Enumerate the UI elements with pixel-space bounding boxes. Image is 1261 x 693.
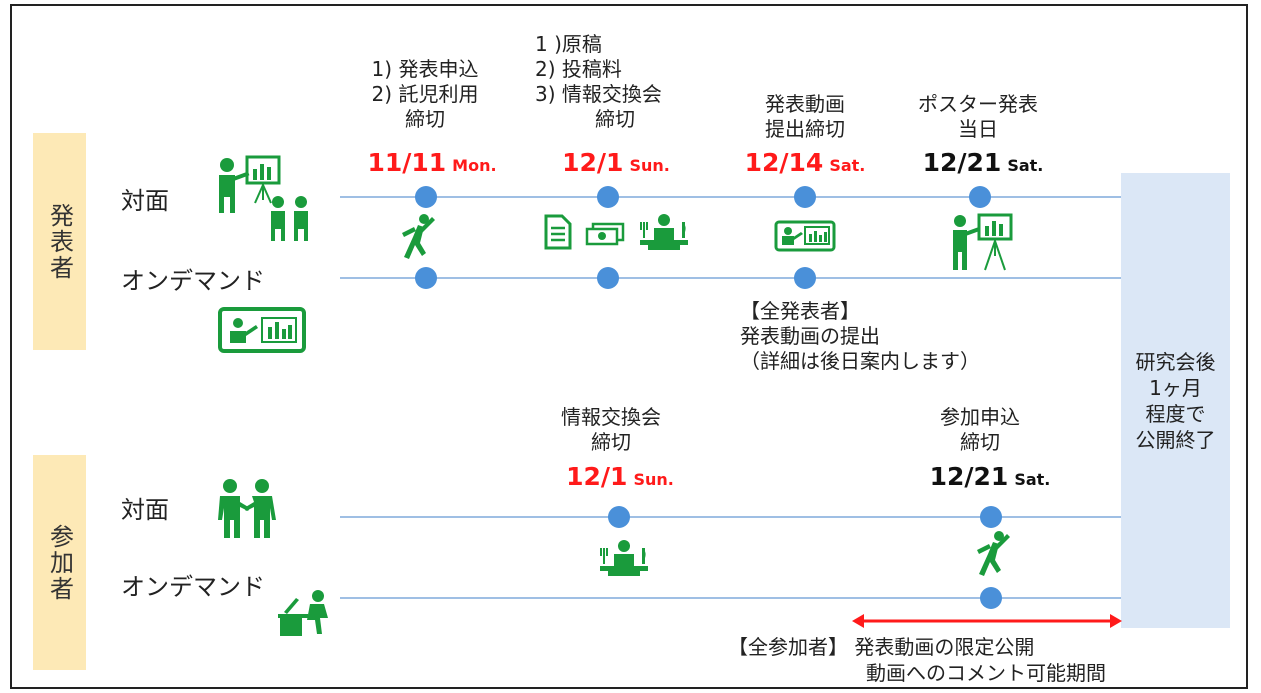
jumping-person-icon: [402, 214, 435, 259]
presenter-onsite-label: 対面: [121, 187, 169, 215]
presentation-screen-icon: [218, 307, 306, 353]
milestone-dot: [980, 506, 1002, 528]
dining-person-icon: [600, 540, 648, 576]
milestone-dot: [608, 506, 630, 528]
dining-person-icon: [640, 214, 688, 250]
milestone-dot: [980, 587, 1002, 609]
presenter-role-label: 発表者: [33, 133, 86, 350]
end-of-publication-box: 研究会後 1ヶ月 程度で 公開終了: [1121, 173, 1230, 628]
milestone-text-presenter-2: 1 )原稿 2) 投稿料 3) 情報交換会 締切: [535, 32, 662, 131]
end-box-line: 公開終了: [1135, 427, 1216, 452]
presenter-onsite-timeline: [340, 196, 1121, 198]
milestone-text-presenter-1: 1) 発表申込 2) 託児利用 締切: [371, 57, 479, 131]
participant-onsite-label: 対面: [121, 496, 169, 524]
participant-ondemand-label: オンデマンド: [121, 573, 265, 601]
end-box-line: 1ヶ月: [1149, 375, 1202, 400]
bottom-note-line2: 動画へのコメント可能期間: [866, 661, 1106, 685]
presenter-ondemand-timeline: [340, 277, 1121, 279]
milestone-text-presenter-3: 発表動画 提出締切: [765, 92, 845, 141]
milestone-dot: [415, 186, 437, 208]
participant-ondemand-timeline: [340, 597, 1121, 599]
milestone-dot: [969, 186, 991, 208]
end-box-line: 程度で: [1145, 401, 1206, 426]
participant-role-label: 参加者: [33, 455, 86, 670]
milestone-text-participant-1: 情報交換会 締切: [561, 405, 661, 454]
presentation-screen-icon: [774, 220, 836, 252]
jumping-person-icon: [977, 531, 1010, 576]
milestone-dot: [794, 267, 816, 289]
milestone-dot: [597, 186, 619, 208]
presenter-ondemand-note: 【全発表者】 発表動画の提出 （詳細は後日案内します）: [740, 299, 980, 373]
milestone-dot: [415, 267, 437, 289]
participant-onsite-timeline: [340, 516, 1121, 518]
milestone-dot: [794, 186, 816, 208]
money-icon: [585, 222, 625, 246]
presenter-audience-icon: [219, 155, 308, 241]
public-period-arrow: [852, 614, 1122, 628]
presenter-ondemand-label: オンデマンド: [121, 267, 265, 295]
presenter-board-icon: [953, 213, 1013, 271]
two-people-icon: [218, 479, 276, 538]
milestone-text-presenter-4: ポスター発表 当日: [918, 92, 1038, 141]
document-icon: [544, 214, 572, 250]
milestone-dot: [597, 267, 619, 289]
person-at-desk-icon: [278, 590, 328, 636]
end-box-line: 研究会後: [1135, 349, 1216, 374]
milestone-text-participant-2: 参加申込 締切: [940, 405, 1020, 454]
bottom-note-line1: 【全参加者】 発表動画の限定公開: [728, 635, 1035, 659]
